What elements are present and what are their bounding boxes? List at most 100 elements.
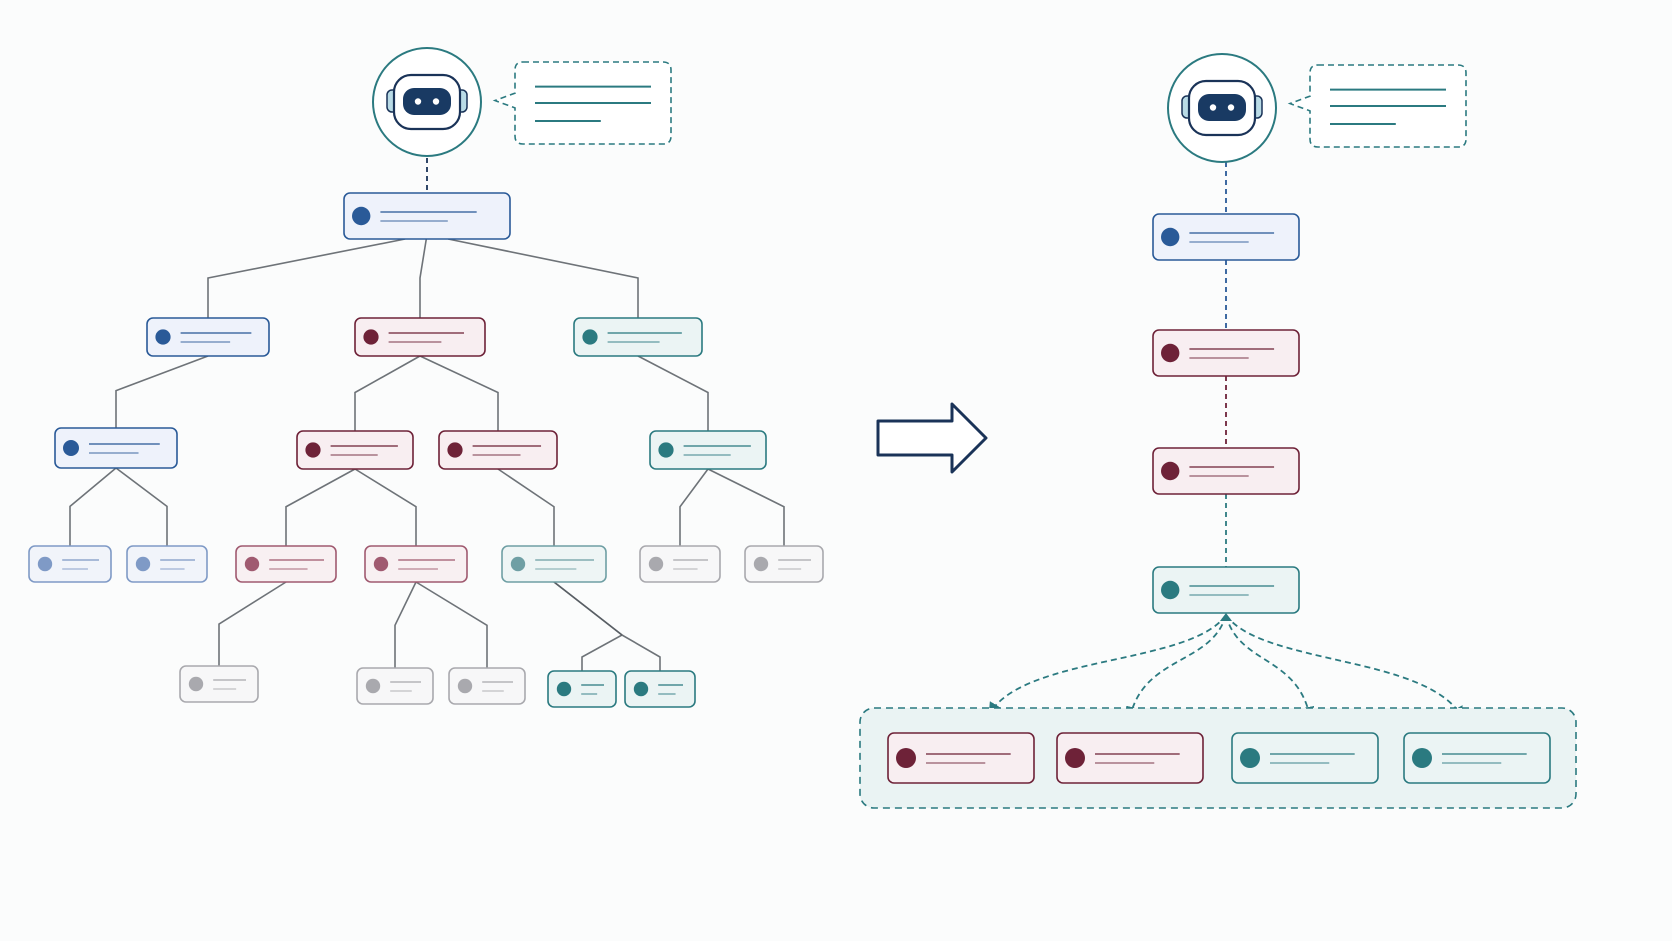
circle-dot-icon bbox=[1065, 748, 1085, 768]
tree-connector bbox=[218, 581, 287, 666]
circle-dot-icon bbox=[63, 440, 79, 456]
transform-arrow-layer bbox=[876, 402, 988, 474]
node-box bbox=[438, 430, 558, 470]
node-box bbox=[649, 430, 767, 470]
tree-connector bbox=[419, 355, 499, 431]
connectors-layer bbox=[69, 158, 1464, 720]
node-box bbox=[573, 317, 703, 357]
circle-dot-icon bbox=[135, 556, 151, 572]
node-box bbox=[1152, 329, 1300, 377]
node-box bbox=[448, 667, 526, 705]
tree-node-l3-g bbox=[744, 545, 824, 583]
circle-dot-icon bbox=[896, 748, 916, 768]
robot-head-icon bbox=[1181, 79, 1263, 137]
circle-dot-icon bbox=[352, 206, 371, 226]
tree-connector bbox=[115, 355, 209, 428]
fan-out-arrow bbox=[988, 614, 1227, 716]
node-box bbox=[1231, 732, 1379, 784]
circle-dot-icon bbox=[1412, 748, 1432, 768]
tree-connector bbox=[553, 581, 623, 636]
tree-node-l4-a bbox=[179, 665, 259, 703]
tree-connector bbox=[707, 468, 785, 546]
node-box bbox=[1403, 732, 1551, 784]
tree-connector bbox=[497, 468, 555, 546]
chain-node-step-4 bbox=[1152, 566, 1300, 614]
fan-out-source-arrowhead bbox=[1220, 613, 1232, 621]
node-box bbox=[126, 545, 208, 583]
tree-connector bbox=[679, 468, 709, 546]
speech-bubble-icon bbox=[1287, 64, 1467, 148]
tree-connector bbox=[581, 634, 623, 671]
circle-dot-icon bbox=[1240, 748, 1260, 768]
tree-connector bbox=[69, 467, 117, 546]
circle-dot-icon bbox=[188, 676, 204, 692]
node-box bbox=[146, 317, 270, 357]
agents-layer bbox=[372, 47, 1467, 163]
circle-dot-icon bbox=[373, 556, 389, 572]
circle-dot-icon bbox=[37, 556, 53, 572]
tree-node-l4-c bbox=[448, 667, 526, 705]
output-node-out-1 bbox=[887, 732, 1035, 784]
circle-dot-icon bbox=[633, 681, 649, 697]
output-node-out-4 bbox=[1403, 732, 1551, 784]
node-box bbox=[624, 670, 696, 708]
fan-out-arrow bbox=[1225, 614, 1464, 720]
tree-node-l2-a bbox=[54, 427, 178, 469]
right-arrow-icon bbox=[876, 402, 988, 474]
node-box bbox=[179, 665, 259, 703]
tree-connector bbox=[415, 581, 488, 668]
node-box bbox=[744, 545, 824, 583]
node-box bbox=[1152, 566, 1300, 614]
chain-node-step-2 bbox=[1152, 329, 1300, 377]
node-box bbox=[1152, 447, 1300, 495]
circle-dot-icon bbox=[447, 442, 463, 458]
circle-dot-icon bbox=[1161, 227, 1180, 247]
node-box bbox=[364, 545, 468, 583]
circle-dot-icon bbox=[582, 329, 598, 345]
tree-connector bbox=[637, 355, 709, 431]
tree-node-l1-c bbox=[573, 317, 703, 357]
circle-dot-icon bbox=[363, 329, 379, 345]
circle-dot-icon bbox=[457, 678, 473, 694]
tree-connector bbox=[621, 634, 661, 671]
tree-connector bbox=[419, 238, 428, 318]
tree-node-l1-b bbox=[354, 317, 486, 357]
node-box bbox=[639, 545, 721, 583]
node-box bbox=[1152, 213, 1300, 261]
fan-out-arrow bbox=[1126, 614, 1227, 720]
speech-bubble-icon bbox=[492, 61, 672, 145]
tree-node-l3-a bbox=[28, 545, 112, 583]
circle-dot-icon bbox=[244, 556, 260, 572]
tree-node-l2-d bbox=[649, 430, 767, 470]
chain-node-step-1 bbox=[1152, 213, 1300, 261]
nodes-layer bbox=[28, 192, 1551, 784]
tree-connector bbox=[354, 355, 421, 431]
circle-dot-icon bbox=[753, 556, 769, 572]
circle-dot-icon bbox=[155, 329, 171, 345]
tree-connector bbox=[394, 581, 417, 668]
tree-connector bbox=[115, 467, 168, 546]
tree-node-l3-d bbox=[364, 545, 468, 583]
node-box bbox=[354, 317, 486, 357]
fan-out-arrow bbox=[1225, 614, 1315, 720]
node-box bbox=[54, 427, 178, 469]
tree-connector bbox=[207, 238, 406, 318]
tree-node-root bbox=[343, 192, 511, 240]
node-box bbox=[547, 670, 617, 708]
tree-node-l4-e bbox=[624, 670, 696, 708]
circle-dot-icon bbox=[658, 442, 674, 458]
node-box bbox=[356, 667, 434, 705]
node-box bbox=[501, 545, 607, 583]
tree-node-l1-a bbox=[146, 317, 270, 357]
left-agent bbox=[372, 47, 672, 157]
circle-dot-icon bbox=[648, 556, 664, 572]
tree-connector bbox=[285, 468, 356, 546]
circle-dot-icon bbox=[365, 678, 381, 694]
chain-node-step-3 bbox=[1152, 447, 1300, 495]
tree-connector bbox=[354, 468, 417, 546]
circle-dot-icon bbox=[305, 442, 321, 458]
output-node-out-2 bbox=[1056, 732, 1204, 784]
tree-connector bbox=[447, 238, 639, 318]
tree-node-l3-e bbox=[501, 545, 607, 583]
tree-node-l3-c bbox=[235, 545, 337, 583]
